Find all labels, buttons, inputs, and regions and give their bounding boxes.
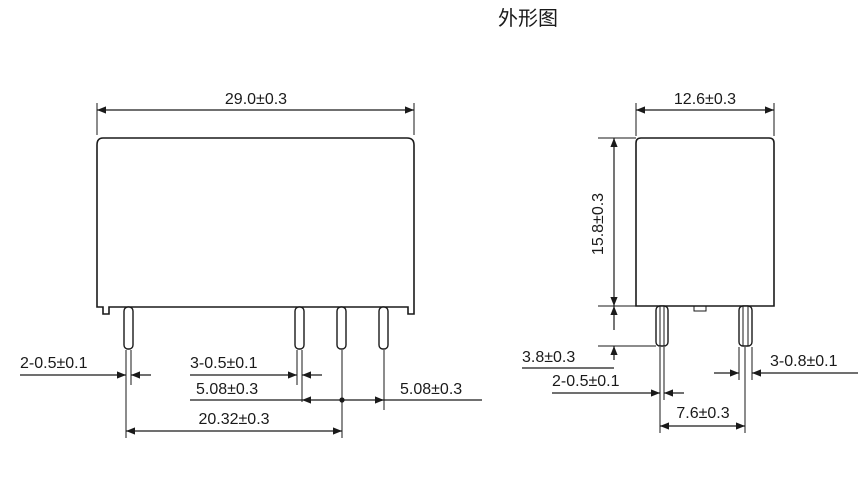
dim-side-width: 12.6±0.3	[674, 91, 736, 108]
dim-pin-thin: 2-0.5±0.1	[552, 373, 620, 390]
pin-2	[294, 306, 305, 350]
standoff	[693, 306, 707, 312]
dim-dot	[339, 397, 345, 403]
pin-1	[123, 306, 134, 350]
dim-pitch-2: 5.08±0.3	[400, 381, 462, 398]
pin-4	[378, 306, 389, 350]
dim-pin-a: 2-0.5±0.1	[20, 355, 88, 372]
dim-front-width: 29.0±0.3	[225, 91, 287, 108]
side-pin-right	[738, 305, 753, 347]
relay-body-side	[635, 137, 775, 307]
dim-pin-thick: 3-0.8±0.1	[770, 353, 838, 370]
dim-side-height: 15.8±0.3	[590, 193, 607, 255]
side-pin-left	[655, 305, 669, 347]
side-view: 12.6±0.3 15.8±0.3 3.8±0.3 3-0.8±0.1 2-0.…	[522, 91, 858, 433]
dim-span: 20.32±0.3	[198, 411, 269, 428]
page-title: 外形图	[498, 6, 558, 30]
pin-3	[336, 306, 347, 350]
relay-body-front	[96, 137, 415, 315]
dim-pin-b: 3-0.5±0.1	[190, 355, 258, 372]
dim-pin-span: 7.6±0.3	[676, 405, 729, 422]
front-view: 29.0±0.3 2-0.5±0.1 3-0.5±0.1 5.08±0.3 5.…	[20, 91, 482, 438]
dim-pin-len: 3.8±0.3	[522, 349, 575, 366]
dim-pitch-1: 5.08±0.3	[196, 381, 258, 398]
